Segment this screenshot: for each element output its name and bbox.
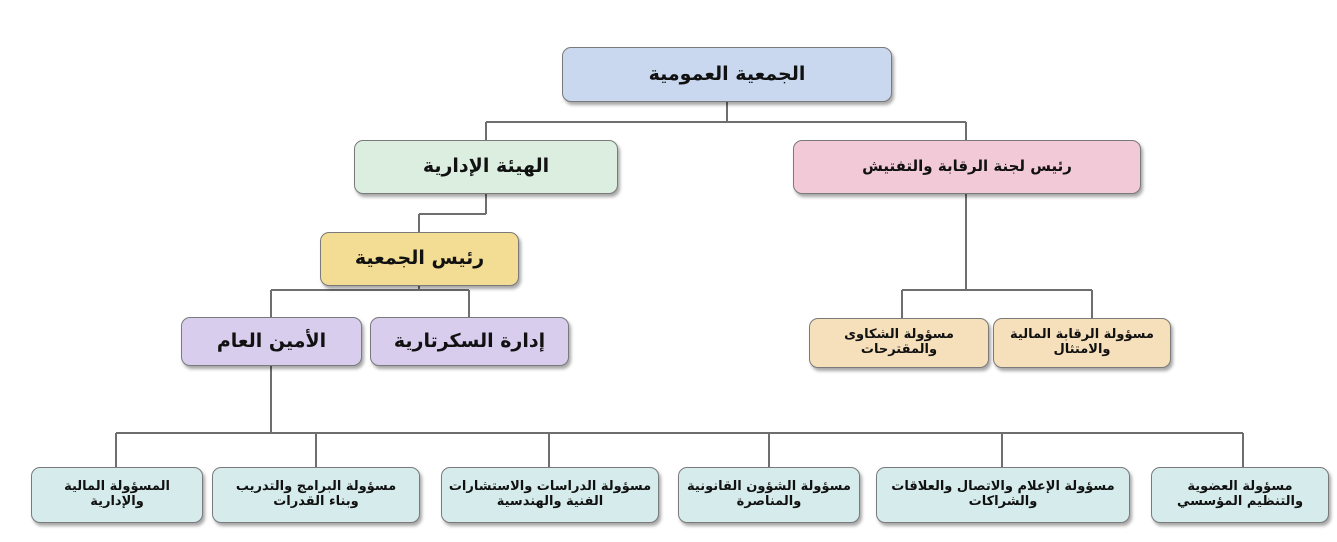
node-label: رئيس الجمعية [354,247,485,270]
node-membership-officer: مسؤولة العضوية والتنظيم المؤسسي [1151,467,1329,523]
node-label: المسؤولة المالية والإدارية [64,479,170,509]
node-label: مسؤولة الرقابة المالية والامتثال [1010,327,1154,357]
node-general-assembly: الجمعية العمومية [562,47,892,102]
node-label: الأمين العام [216,329,327,352]
node-label: الهيئة الإدارية [422,155,550,178]
node-media-officer: مسؤولة الإعلام والاتصال والعلاقات والشرا… [876,467,1130,523]
node-label: إدارة السكرتارية [393,329,546,352]
node-control-committee-head: رئيس لجنة الرقابة والتفتيش [793,140,1141,194]
node-president: رئيس الجمعية [320,232,519,286]
node-administrative-board: الهيئة الإدارية [354,140,618,194]
node-complaints-officer: مسؤولة الشكاوى والمقترحات [809,318,989,368]
node-label: مسؤولة البرامج والتدريب وبناء القدرات [235,479,397,509]
node-studies-officer: مسؤولة الدراسات والاستشارات الفنية والهن… [441,467,659,523]
node-label: مسؤولة الشكاوى والمقترحات [844,327,954,357]
node-label: مسؤولة الدراسات والاستشارات الفنية والهن… [448,479,652,509]
node-legal-officer: مسؤولة الشؤون القانونية والمناصرة [678,467,860,523]
node-label: رئيس لجنة الرقابة والتفتيش [862,157,1072,176]
node-label: الجمعية العمومية [648,62,806,85]
node-label: مسؤولة الإعلام والاتصال والعلاقات والشرا… [891,479,1115,509]
node-finance-admin-officer: المسؤولة المالية والإدارية [31,467,203,523]
node-label: مسؤولة الشؤون القانونية والمناصرة [687,479,851,509]
node-label: مسؤولة العضوية والتنظيم المؤسسي [1176,479,1304,509]
node-secretary-general: الأمين العام [181,317,362,366]
node-secretariat: إدارة السكرتارية [370,317,569,366]
node-financial-control-officer: مسؤولة الرقابة المالية والامتثال [993,318,1171,368]
node-programs-officer: مسؤولة البرامج والتدريب وبناء القدرات [212,467,420,523]
